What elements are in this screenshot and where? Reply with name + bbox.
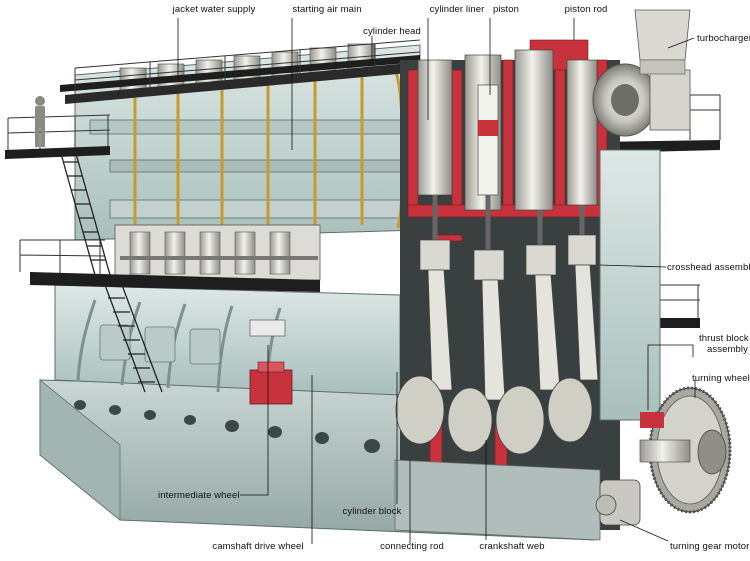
leader-lines <box>177 18 696 544</box>
label-cylinder-liner: cylinder liner <box>429 4 485 15</box>
label-crosshead-assembly: crosshead assembly <box>667 262 750 273</box>
engine-housing-left <box>54 284 401 396</box>
label-connecting-rod: connecting rod <box>380 541 444 552</box>
gauge-panel <box>249 319 286 337</box>
label-crankshaft-web: crankshaft web <box>479 541 545 552</box>
label-piston-rod: piston rod <box>564 4 608 15</box>
label-turning-gear-motor: turning gear motor <box>670 541 750 552</box>
label-turning-wheel: turning wheel <box>692 373 750 384</box>
camshaft-units <box>114 224 321 281</box>
label-thrust-block-2: assembly <box>707 344 748 355</box>
leader-crosshead-assembly <box>599 264 667 268</box>
red-unit <box>249 361 293 405</box>
label-starting-air-main: starting air main <box>292 4 362 15</box>
label-turbocharger: turbocharger <box>697 33 750 44</box>
leader-turbocharger <box>667 37 695 49</box>
leader-intermediate-wheel <box>240 345 269 496</box>
engine-housing-right <box>592 9 732 526</box>
label-cylinder-head: cylinder head <box>363 26 421 37</box>
cutaway-section <box>394 39 620 541</box>
label-cylinder-block: cylinder block <box>342 506 402 517</box>
leader-thrust-block <box>647 344 694 410</box>
leader-turning-gear-motor <box>619 519 669 542</box>
label-camshaft-drive-wheel: camshaft drive wheel <box>212 541 304 552</box>
label-jacket-water-supply: jacket water supply <box>172 4 256 15</box>
label-intermediate-wheel: intermediate wheel <box>158 490 240 501</box>
human-figure <box>35 96 45 147</box>
ladders <box>59 149 163 393</box>
cylinder-block-upper <box>65 43 421 241</box>
label-thrust-block-1: thrust block <box>699 333 749 344</box>
label-piston: piston <box>493 4 519 15</box>
